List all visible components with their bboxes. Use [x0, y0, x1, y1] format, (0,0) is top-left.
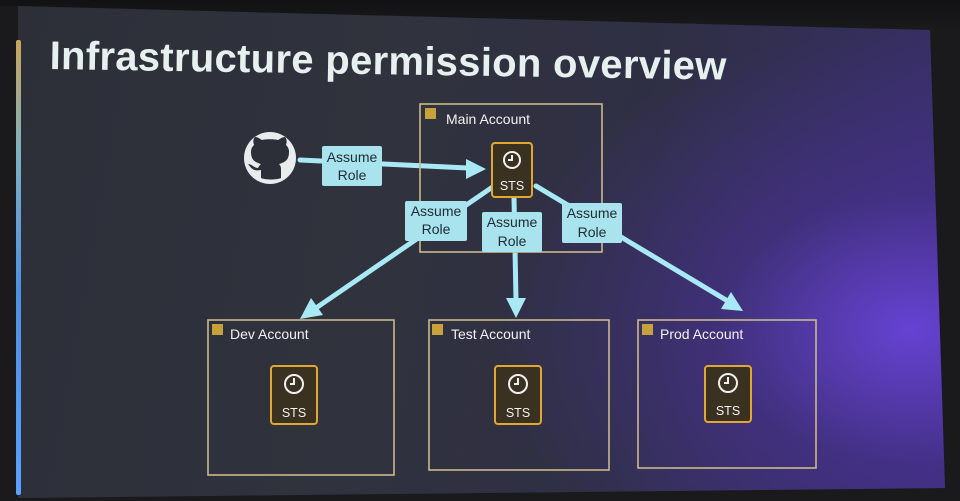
svg-text:Assume: Assume: [411, 203, 462, 219]
sts-dev: STS: [270, 365, 318, 425]
sts-prod: STS: [704, 365, 752, 423]
svg-text:Assume: Assume: [567, 205, 618, 221]
sts-prod-label: STS: [716, 404, 740, 418]
account-badge-icon: [642, 324, 653, 335]
account-test: Test Account STS: [428, 319, 610, 471]
sts-clock-icon: [284, 374, 304, 394]
svg-text:Assume: Assume: [487, 214, 538, 230]
svg-text:Role: Role: [338, 167, 367, 183]
edge-label-main-dev: Assume Role: [405, 201, 467, 241]
edge-label-main-test: Assume Role: [482, 212, 542, 252]
sts-main: STS: [491, 142, 533, 198]
slide-accent-bar: [16, 40, 21, 495]
sts-clock-icon: [718, 373, 738, 393]
account-main-label: Main Account: [446, 111, 530, 127]
edge-label-main-prod: Assume Role: [562, 203, 622, 243]
account-badge-icon: [432, 324, 443, 335]
svg-text:Role: Role: [578, 224, 607, 240]
account-prod: Prod Account STS: [637, 319, 817, 469]
sts-clock-icon: [508, 374, 528, 394]
svg-text:Role: Role: [422, 221, 451, 237]
account-dev-label: Dev Account: [230, 326, 309, 342]
account-badge-icon: [212, 324, 223, 335]
account-test-label: Test Account: [451, 326, 530, 342]
github-icon: [244, 132, 296, 184]
edge-label-github-main: Assume Role: [322, 146, 382, 186]
account-main: Main Account STS: [419, 103, 603, 253]
sts-clock-icon: [503, 151, 521, 169]
sts-test-label: STS: [506, 406, 530, 420]
sts-dev-label: STS: [282, 406, 306, 420]
sts-main-label: STS: [500, 179, 524, 193]
account-dev: Dev Account STS: [207, 319, 395, 476]
svg-text:Role: Role: [498, 233, 527, 249]
sts-test: STS: [494, 365, 542, 425]
svg-text:Assume: Assume: [327, 149, 378, 165]
account-badge-icon: [425, 108, 436, 119]
account-prod-label: Prod Account: [660, 326, 743, 342]
